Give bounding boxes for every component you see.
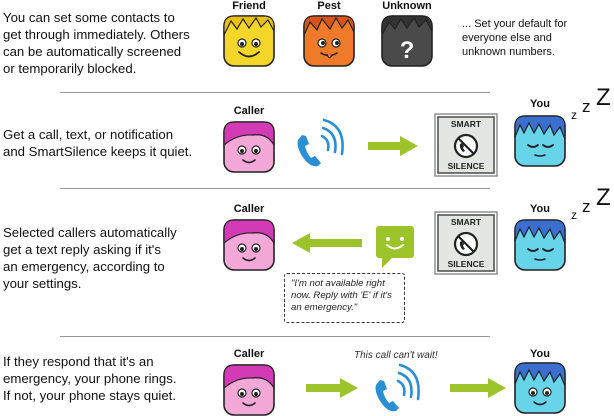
caller-label: Caller xyxy=(223,348,275,360)
friend-label: Friend xyxy=(223,0,275,12)
row1-line: can be automatically screened xyxy=(3,43,203,60)
you-awake-face-icon xyxy=(514,362,566,414)
unknown-face-icon: ? xyxy=(381,15,433,67)
you-sleeping-face-icon xyxy=(514,115,566,167)
you-label: You xyxy=(514,203,566,215)
sign-line1: SMART xyxy=(434,119,498,129)
sleep-z-small: z xyxy=(571,208,577,222)
default-note: ... Set your default for everyone else a… xyxy=(462,17,612,59)
right-arrow-icon xyxy=(450,378,506,398)
row3-line: your settings. xyxy=(3,275,208,292)
row1-line: You can set some contacts to xyxy=(3,9,203,26)
sleep-z-big: Z xyxy=(596,84,611,112)
friend-face-icon xyxy=(223,15,275,67)
caller-face-icon xyxy=(223,219,275,271)
row3-line: an emergency, according to xyxy=(3,258,208,275)
divider xyxy=(60,188,490,189)
caller-label: Caller xyxy=(223,203,275,215)
row4-line: If they respond that it's an xyxy=(3,353,213,370)
sleep-z-big: Z xyxy=(596,184,611,212)
cant-wait-caption: This call can't wait! xyxy=(354,350,438,361)
caller-label: Caller xyxy=(223,105,275,117)
row1-line: or temporarily blocked. xyxy=(3,60,203,77)
row1-line: get through immediately. Others xyxy=(3,26,203,43)
divider xyxy=(60,92,490,93)
row3-line: Selected callers automatically xyxy=(3,224,208,241)
reply-line: "I'm not available right xyxy=(291,278,398,290)
unknown-label: Unknown xyxy=(381,0,433,12)
caller-face-icon xyxy=(223,364,275,416)
you-label: You xyxy=(514,348,566,360)
row4-line: emergency, your phone rings. xyxy=(3,370,213,387)
row2-line: Get a call, text, or notification xyxy=(3,126,213,143)
row2-description: Get a call, text, or notification and Sm… xyxy=(3,126,213,160)
sign-line2: SILENCE xyxy=(434,161,498,171)
ringing-phone-icon xyxy=(370,363,430,413)
you-label: You xyxy=(514,98,566,110)
default-note-line: unknown numbers. xyxy=(462,45,612,59)
sign-line2: SILENCE xyxy=(434,259,498,269)
divider xyxy=(60,336,490,337)
svg-text:?: ? xyxy=(400,37,415,64)
smart-silence-sign: SMART SILENCE xyxy=(434,113,498,177)
sleep-z-mid: z xyxy=(582,97,591,117)
row4-line: If not, your phone stays quiet. xyxy=(3,387,213,404)
pest-label: Pest xyxy=(303,0,355,12)
smart-silence-sign: SMART SILENCE xyxy=(434,211,498,275)
row2-line: and SmartSilence keeps it quiet. xyxy=(3,143,213,160)
sleep-z-small: z xyxy=(571,108,577,122)
text-message-icon xyxy=(376,226,414,268)
row3-description: Selected callers automatically get a tex… xyxy=(3,224,208,292)
default-note-line: ... Set your default for xyxy=(462,17,612,31)
sleep-z-mid: z xyxy=(582,197,591,217)
pest-face-icon xyxy=(303,15,355,67)
caller-face-icon xyxy=(223,121,275,173)
you-sleeping-face-icon xyxy=(514,219,566,271)
reply-line: now. Reply with 'E' if it's xyxy=(291,290,398,302)
auto-reply-bubble: "I'm not available right now. Reply with… xyxy=(284,273,405,323)
row3-line: get a text reply asking if it's xyxy=(3,241,208,258)
default-note-line: everyone else and xyxy=(462,31,612,45)
right-arrow-icon xyxy=(306,378,358,398)
sign-line1: SMART xyxy=(434,217,498,227)
ringing-phone-icon xyxy=(290,118,360,170)
row4-description: If they respond that it's an emergency, … xyxy=(3,353,213,404)
right-arrow-icon xyxy=(368,136,418,156)
left-arrow-icon xyxy=(292,233,362,253)
row1-description: You can set some contacts to get through… xyxy=(3,9,203,77)
reply-line: an emergency." xyxy=(291,302,398,314)
